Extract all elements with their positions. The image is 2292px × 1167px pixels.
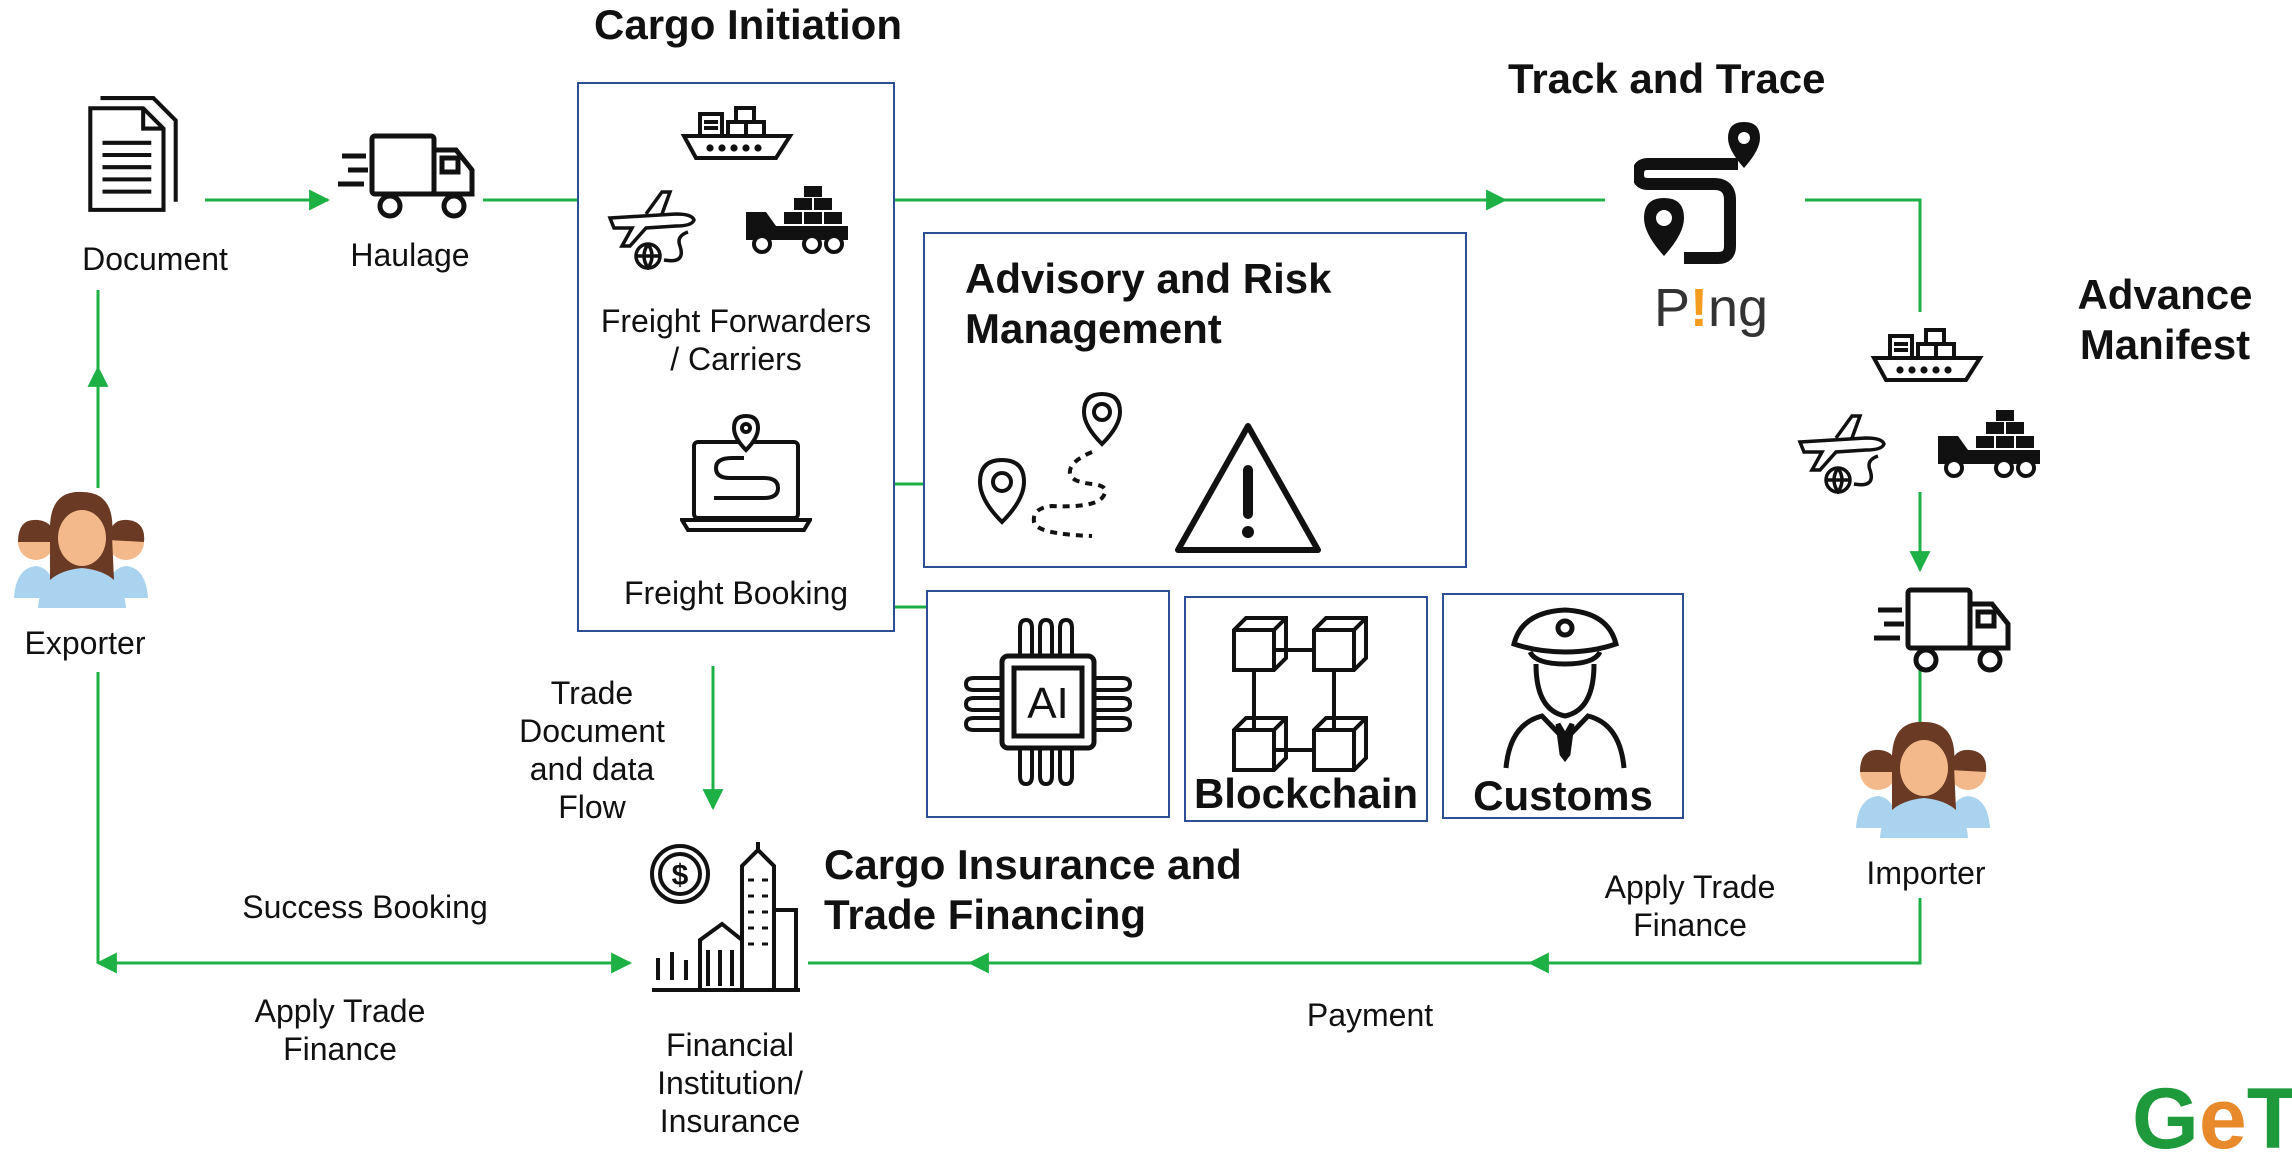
flow-importer-bottom xyxy=(1535,898,1922,965)
airplane-globe-icon xyxy=(606,186,700,270)
insurance-title-line1: Cargo Insurance and xyxy=(824,841,1242,888)
advisory-title-line1: Advisory and Risk xyxy=(965,255,1332,302)
people-group-icon xyxy=(10,488,152,608)
document-icon xyxy=(82,94,184,216)
svg-text:AI: AI xyxy=(1027,679,1069,728)
apply-left-line2: Finance xyxy=(283,1031,397,1067)
exporter-label: Exporter xyxy=(24,625,146,661)
laptop-map-icon xyxy=(680,412,812,544)
route-pins-icon xyxy=(972,390,1132,540)
apply-right-line2: Finance xyxy=(1633,907,1747,943)
importer-people-icon xyxy=(1852,718,1994,838)
svg-text:$: $ xyxy=(672,859,689,892)
advisory-title-line2: Management xyxy=(965,305,1222,352)
cargo-ship-icon xyxy=(680,96,794,162)
bank-building-icon: $ xyxy=(646,840,802,996)
apply-left-line1: Apply Trade xyxy=(254,993,426,1029)
ping-logo-rest: ng xyxy=(1708,278,1769,338)
trade-doc-line2: Document xyxy=(519,713,665,749)
forwarders-label: Freight Forwarders / Carriers xyxy=(583,302,889,378)
customs-box xyxy=(1442,593,1684,819)
apply-right-line1: Apply Trade xyxy=(1604,869,1776,905)
track-and-trace-title: Track and Trace xyxy=(1508,55,1826,102)
cargo-initiation-title: Cargo Initiation xyxy=(594,1,902,48)
ping-logo-bang: ! xyxy=(1690,278,1709,338)
advance-manifest-line1: Advance xyxy=(2077,271,2253,318)
blockchain-cubes-icon xyxy=(1228,612,1378,780)
haulage-label: Haulage xyxy=(350,237,470,273)
advisory-title: Advisory and Risk Management xyxy=(965,254,1331,354)
truck-icon xyxy=(338,128,478,224)
manifest-airplane-globe-icon xyxy=(1796,410,1890,494)
insurance-title: Cargo Insurance and Trade Financing xyxy=(824,840,1242,940)
customs-officer-icon xyxy=(1502,606,1628,772)
tracking-route-icon xyxy=(1634,118,1770,266)
document-label: Document xyxy=(82,241,228,277)
importer-truck-icon xyxy=(1874,582,2014,678)
flow-tracking-manifest xyxy=(1805,198,1922,312)
customs-label: Customs xyxy=(1473,772,1653,819)
trade-doc-line4: Flow xyxy=(558,789,626,825)
trade-doc-line3: and data xyxy=(529,751,655,787)
financial-institution-label: Financial Institution/ Insurance xyxy=(610,1026,850,1140)
financial-line3: Insurance xyxy=(659,1103,801,1139)
ping-logo-p: P xyxy=(1654,278,1691,338)
blockchain-label: Blockchain xyxy=(1193,770,1419,817)
payment-label: Payment xyxy=(1306,997,1434,1033)
cargo-initiation-box xyxy=(577,82,895,632)
corner-logo-t: T xyxy=(2246,1071,2292,1167)
advance-manifest-line2: Manifest xyxy=(2079,321,2251,368)
success-booking-label: Success Booking xyxy=(242,889,488,925)
forwarders-label-line2: / Carriers xyxy=(670,341,802,377)
apply-finance-left-label: Apply Trade Finance xyxy=(210,992,470,1068)
trade-doc-line1: Trade xyxy=(550,675,634,711)
trade-doc-label: Trade Document and data Flow xyxy=(500,674,684,826)
ping-logo: P!ng xyxy=(1654,278,1768,338)
manifest-cargo-ship-icon xyxy=(1870,318,1984,384)
advisory-box xyxy=(923,232,1467,568)
cargo-truck-icon xyxy=(742,184,850,254)
advance-manifest-title: Advance Manifest xyxy=(2060,270,2270,370)
financial-line1: Financial xyxy=(665,1027,795,1063)
corner-logo: GeT xyxy=(2132,1076,2292,1162)
manifest-cargo-truck-icon xyxy=(1934,408,2042,478)
corner-logo-g: G xyxy=(2132,1071,2199,1167)
warning-icon xyxy=(1172,418,1324,558)
flow-lines xyxy=(87,189,1931,974)
freight-booking-label: Freight Booking xyxy=(623,575,849,611)
blockchain-box xyxy=(1184,596,1428,822)
importer-label: Importer xyxy=(1866,855,1986,891)
apply-finance-right-label: Apply Trade Finance xyxy=(1560,868,1820,944)
insurance-title-line2: Trade Financing xyxy=(824,891,1147,938)
corner-logo-e: e xyxy=(2198,1071,2247,1167)
financial-line2: Institution/ xyxy=(657,1065,803,1101)
forwarders-label-line1: Freight Forwarders xyxy=(600,303,872,339)
ai-chip-icon: AI xyxy=(960,614,1136,790)
